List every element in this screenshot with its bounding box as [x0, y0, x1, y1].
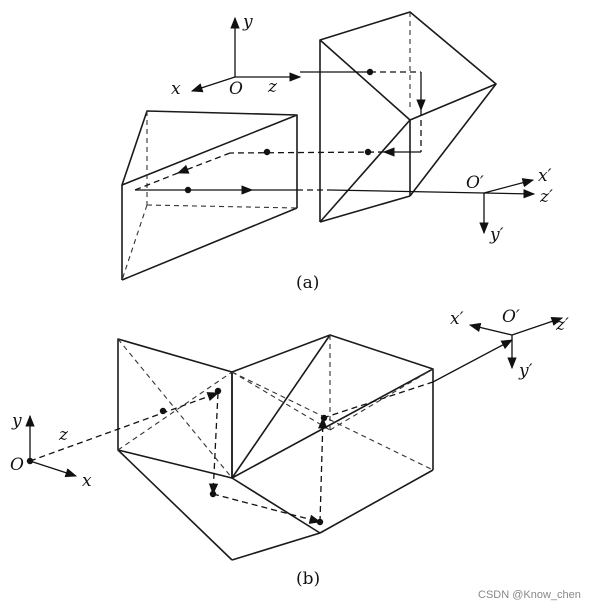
ray-a [134, 68, 485, 195]
caption-b: (b) [296, 569, 320, 589]
label-b-x: x [82, 471, 92, 491]
watermark: CSDN @Know_chen [478, 589, 581, 601]
ray-point [320, 414, 328, 422]
label-b-x-out: x′ [450, 309, 464, 329]
ray-point [214, 387, 222, 395]
axes-a-output: O′ x′ z′ y′ [466, 166, 553, 245]
axes-b-output: x′ O′ z′ y′ [450, 307, 569, 381]
prism-a-left [121, 110, 298, 281]
label-a-y: y [242, 12, 253, 32]
label-a-y-out: y′ [489, 225, 504, 245]
diagram-a: y x O z [121, 11, 553, 293]
label-a-origin-out: O′ [466, 173, 484, 193]
ray-point [364, 148, 372, 156]
label-b-origin: O [10, 455, 24, 475]
prism-b-right [231, 334, 434, 534]
label-b-y: y [11, 411, 22, 431]
axes-a-input: y x O z [171, 12, 302, 99]
ray-point [184, 186, 192, 194]
ray-point [316, 518, 324, 526]
label-a-x-out: x′ [538, 166, 552, 186]
ray-point [263, 148, 271, 156]
ray-point [159, 407, 167, 415]
label-b-z-out: z′ [555, 315, 569, 335]
prism-a-right [319, 11, 497, 223]
label-a-z-out: z′ [539, 187, 553, 207]
ray-b [26, 339, 514, 526]
label-a-z: z [267, 77, 278, 97]
label-b-origin-out: O′ [502, 307, 520, 327]
label-a-origin: O [229, 79, 243, 99]
ray-point [209, 490, 217, 498]
caption-a: (a) [296, 273, 319, 293]
origin-point [26, 457, 34, 465]
label-a-x: x [171, 79, 181, 99]
axes-b-input: y O z x [10, 411, 92, 491]
label-b-z: z [58, 425, 69, 445]
diagram-b: y O z x [10, 307, 569, 589]
ray-point [366, 68, 374, 76]
prism-b-left [117, 338, 331, 561]
label-b-y-out: y′ [518, 361, 533, 381]
